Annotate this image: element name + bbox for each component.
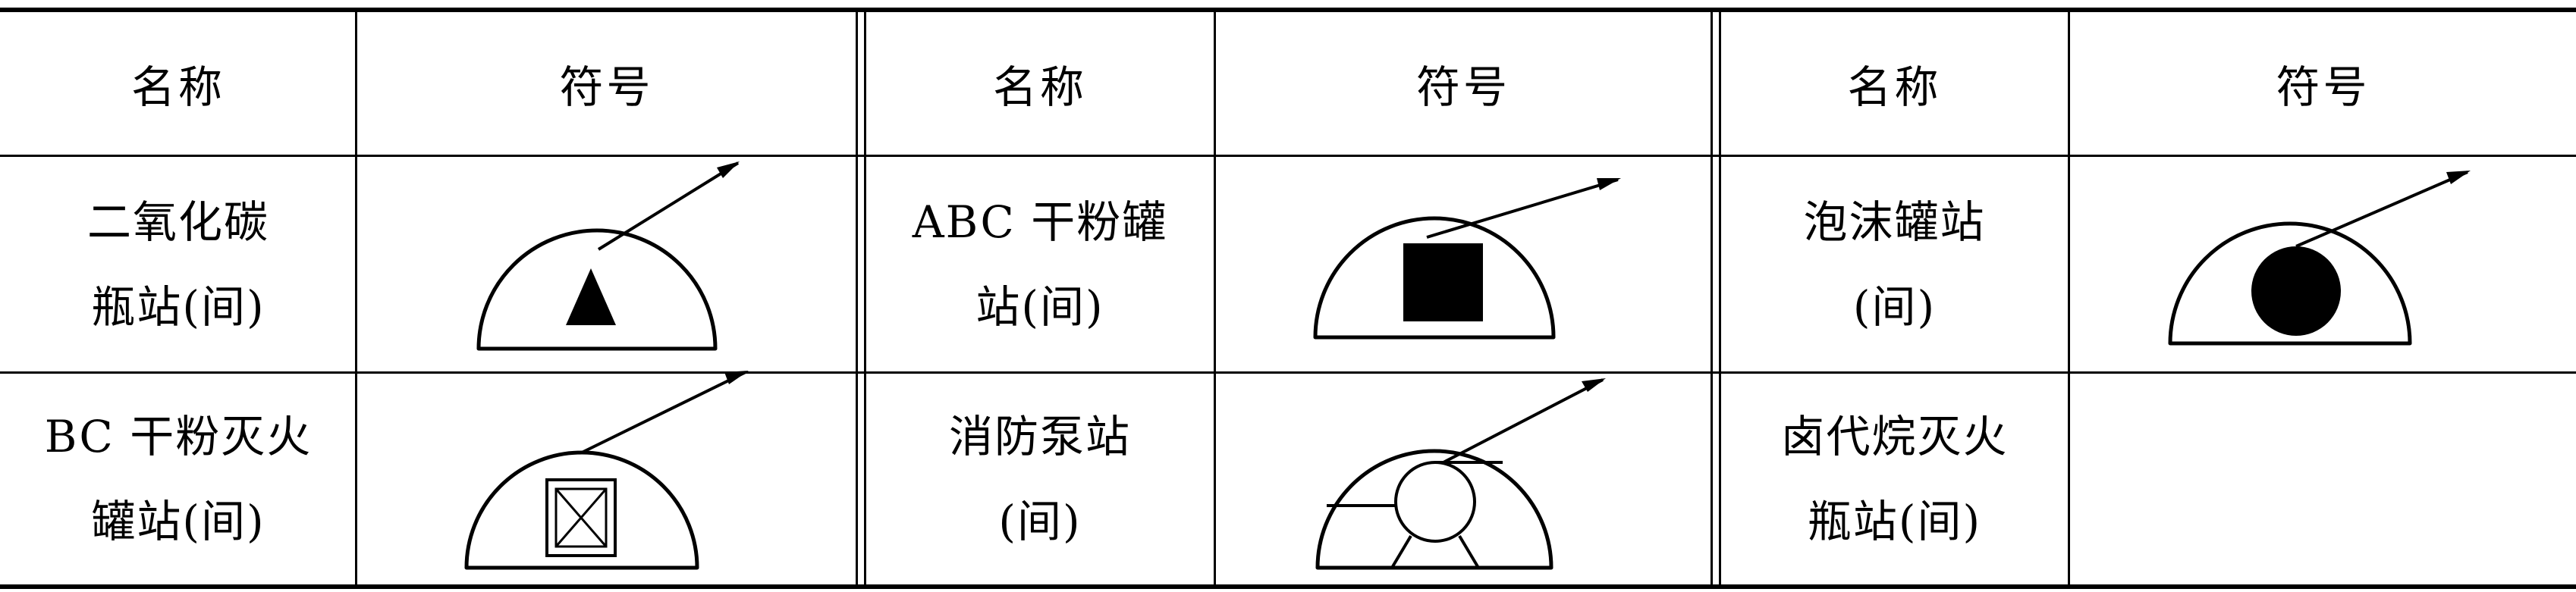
table-cell-name: BC 干粉灭火 罐站(间) [0,374,357,584]
group-divider [1719,10,1721,587]
name-line: 瓶站(间) [91,280,265,333]
header-symbol-3: 符号 [2276,61,2370,113]
name-line: 卤代烷灭火 [1780,411,2009,462]
header-symbol-2: 符号 [1415,61,1510,113]
dome-with-filled-circle-icon [2168,171,2471,346]
column-divider [2068,10,2070,587]
group-divider [864,10,866,587]
group-divider [1711,10,1713,587]
dome-with-boxed-x-icon [464,371,749,570]
name-line: 罐站(间) [91,496,265,547]
name-line: (间) [1852,280,1937,333]
name-line: BC 干粉灭火 [44,411,313,462]
header-name-2: 名称 [992,61,1087,113]
column-divider [1214,10,1216,587]
table-header-rule [0,155,2576,157]
name-line: ABC 干粉罐 [912,196,1168,248]
name-line: 泡沫罐站 [1803,196,1986,248]
name-line: 消防泵站 [948,411,1131,462]
table-row-divider [0,371,2576,374]
dome-with-filled-triangle-icon [476,161,740,351]
name-line: 二氧化碳 [86,196,269,248]
table-cell-name: ABC 干粉罐 站(间) [866,157,1214,371]
table-cell-name: 泡沫罐站 (间) [1721,157,2068,371]
header-name-3: 名称 [1847,61,1942,113]
name-line: 瓶站(间) [1807,496,1982,547]
header-symbol-1: 符号 [559,61,654,113]
header-name-1: 名称 [130,61,225,113]
column-divider [355,10,357,587]
dome-with-filled-square-icon [1313,178,1621,340]
table-top-rule [0,8,2576,12]
name-line: 站(间) [975,280,1104,333]
group-divider [856,10,858,587]
table-bottom-rule [0,584,2576,589]
name-line: (间) [998,496,1082,547]
dome-with-pump-icon [1315,378,1606,570]
table-cell-name: 二氧化碳 瓶站(间) [0,157,357,371]
table-cell-name: 消防泵站 (间) [866,374,1214,584]
table-cell-name: 卤代烷灭火 瓶站(间) [1721,374,2068,584]
